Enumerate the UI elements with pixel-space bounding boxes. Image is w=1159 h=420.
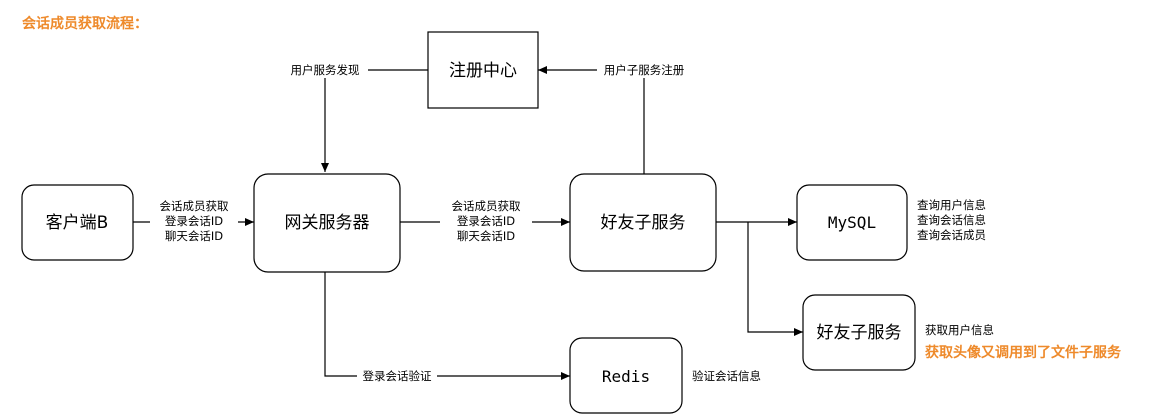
node-friend-service: 好友子服务 bbox=[569, 173, 717, 272]
edge-discovery-label-bg bbox=[282, 62, 368, 78]
edge-client-to-gateway-label-1: 会话成员获取 bbox=[160, 199, 229, 213]
annotation-friend-service-2-note: 获取头像又调用到了文件子服务 bbox=[925, 344, 1122, 361]
node-registry: 注册中心 bbox=[427, 31, 539, 109]
diagram-title: 会话成员获取流程： bbox=[22, 15, 148, 32]
edge-client-to-gateway-label-2: 登录会话ID bbox=[165, 214, 223, 228]
node-gateway-box bbox=[253, 173, 401, 273]
edge-gateway-to-redis bbox=[324, 272, 570, 380]
edge-gateway-to-friend-label-3: 聊天会话ID bbox=[457, 229, 515, 243]
edge-gateway-to-redis-label-bg bbox=[357, 368, 437, 384]
node-client-label: 客户端B bbox=[46, 213, 109, 233]
edge-discovery-label: 用户服务发现 bbox=[291, 63, 360, 77]
annotation-mysql-3: 查询会话成员 bbox=[917, 228, 986, 242]
edge-registration-label-bg bbox=[597, 62, 691, 78]
node-redis-label: Redis bbox=[602, 367, 650, 386]
annotation-friend-service-2: 获取用户信息 bbox=[925, 323, 994, 337]
edge-gateway-to-redis-label: 登录会话验证 bbox=[363, 369, 432, 383]
node-mysql-box bbox=[796, 184, 908, 261]
edge-registration bbox=[538, 66, 645, 174]
node-client-box bbox=[21, 184, 134, 261]
edge-friend-to-friend2 bbox=[747, 222, 803, 336]
edge-gateway-to-friend-label-bg bbox=[440, 198, 532, 246]
edge-discovery bbox=[321, 69, 428, 172]
node-mysql: MySQL bbox=[796, 184, 908, 261]
edge-registration-label: 用户子服务注册 bbox=[604, 63, 685, 77]
node-mysql-label: MySQL bbox=[828, 213, 876, 232]
edge-client-to-gateway-label-bg bbox=[150, 198, 238, 246]
node-friend-service-2-box bbox=[802, 294, 916, 371]
node-gateway-label: 网关服务器 bbox=[285, 213, 370, 233]
node-gateway: 网关服务器 bbox=[253, 173, 401, 273]
node-registry-box bbox=[427, 31, 539, 109]
node-friend-service-2-label: 好友子服务 bbox=[817, 323, 902, 343]
annotation-mysql-2: 查询会话信息 bbox=[917, 213, 986, 227]
node-friend-service-box bbox=[569, 173, 717, 272]
node-friend-service-2: 好友子服务 bbox=[802, 294, 916, 371]
node-client: 客户端B bbox=[21, 184, 134, 261]
annotation-redis: 验证会话信息 bbox=[692, 369, 761, 383]
node-friend-service-label: 好友子服务 bbox=[601, 213, 686, 233]
node-redis-box bbox=[569, 337, 683, 414]
edge-gateway-to-friend-label-2: 登录会话ID bbox=[457, 214, 515, 228]
edge-client-to-gateway-label-3: 聊天会话ID bbox=[165, 229, 223, 243]
annotation-mysql-1: 查询用户信息 bbox=[917, 198, 986, 212]
edge-gateway-to-friend-label-1: 会话成员获取 bbox=[452, 199, 521, 213]
node-redis: Redis bbox=[569, 337, 683, 414]
node-registry-label: 注册中心 bbox=[449, 61, 517, 81]
